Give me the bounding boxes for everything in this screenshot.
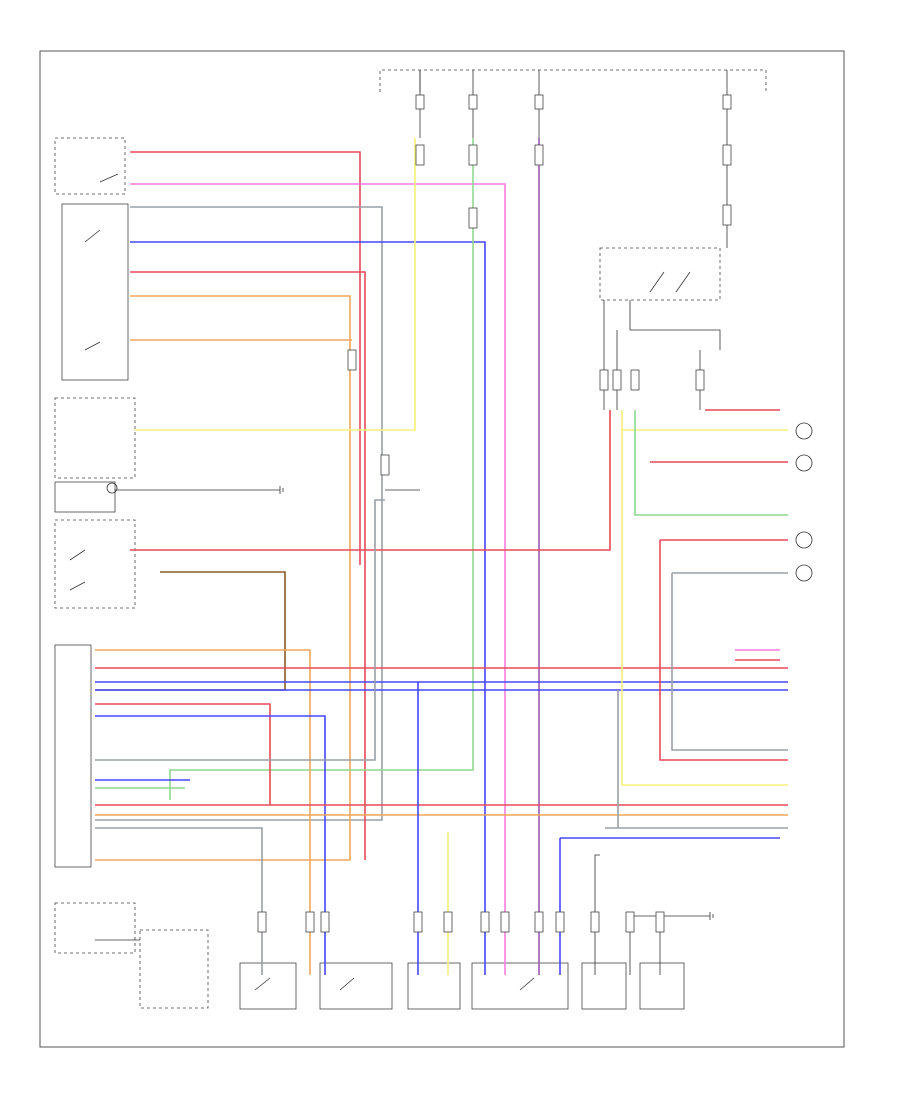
wire-red-10 <box>659 540 788 761</box>
wire-orange-3 <box>95 649 311 975</box>
wire-gray-6 <box>671 573 788 751</box>
wire-green-1 <box>169 138 474 800</box>
bottom-components <box>239 962 685 1010</box>
wire-orange-1 <box>95 295 351 861</box>
wire-red-3 <box>130 410 611 551</box>
diagram-frame <box>39 50 845 1048</box>
wire-yellow-3 <box>621 410 788 786</box>
wire-gray-2 <box>95 499 385 761</box>
fuse-stems <box>415 70 732 138</box>
wire-pink-1 <box>130 183 506 975</box>
left-switch-group <box>54 137 209 1009</box>
wire-blue-1 <box>130 241 486 975</box>
right-lamps <box>795 422 813 582</box>
relay-box <box>599 247 721 301</box>
fuse-panel-outline <box>379 69 767 92</box>
wire-red-2 <box>130 271 366 860</box>
ground-symbols <box>279 486 714 920</box>
switch-symbols <box>69 173 691 991</box>
control-module-box <box>54 644 92 868</box>
wire-green-3 <box>634 410 788 516</box>
wire-red-1 <box>130 151 361 565</box>
wire-red-5 <box>95 703 271 805</box>
black-connectors <box>95 70 710 975</box>
wire-gray-1 <box>95 206 383 821</box>
wire-blue-4 <box>95 715 326 975</box>
connector-plugs <box>257 144 732 933</box>
wire-network <box>95 138 788 975</box>
wire-brown-1 <box>95 571 286 691</box>
wire-yellow-1 <box>135 138 416 431</box>
